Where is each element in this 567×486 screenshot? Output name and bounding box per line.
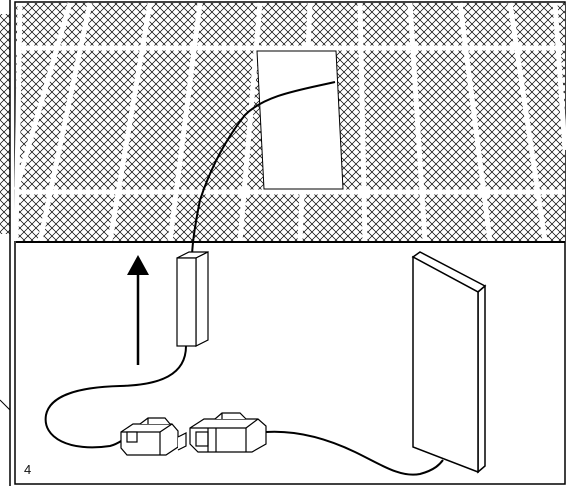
step-number: 4 xyxy=(24,462,32,477)
adjacent-panel-strip xyxy=(0,0,12,486)
sensor-module xyxy=(176,251,209,347)
wall-panel xyxy=(411,251,487,474)
arrow-up-icon xyxy=(127,255,149,365)
ceiling-rails-horizontal xyxy=(16,45,565,195)
cable-sensor-to-connector xyxy=(44,345,187,449)
plug-connector-female xyxy=(189,412,267,453)
ceiling-rails-perspective xyxy=(13,2,567,242)
cable-connector-to-panel xyxy=(265,430,444,476)
cable-ceiling-to-sensor xyxy=(191,81,336,259)
plug-connector-male xyxy=(120,417,187,456)
open-ceiling-tile xyxy=(256,50,344,190)
ceiling-grid xyxy=(13,2,567,243)
